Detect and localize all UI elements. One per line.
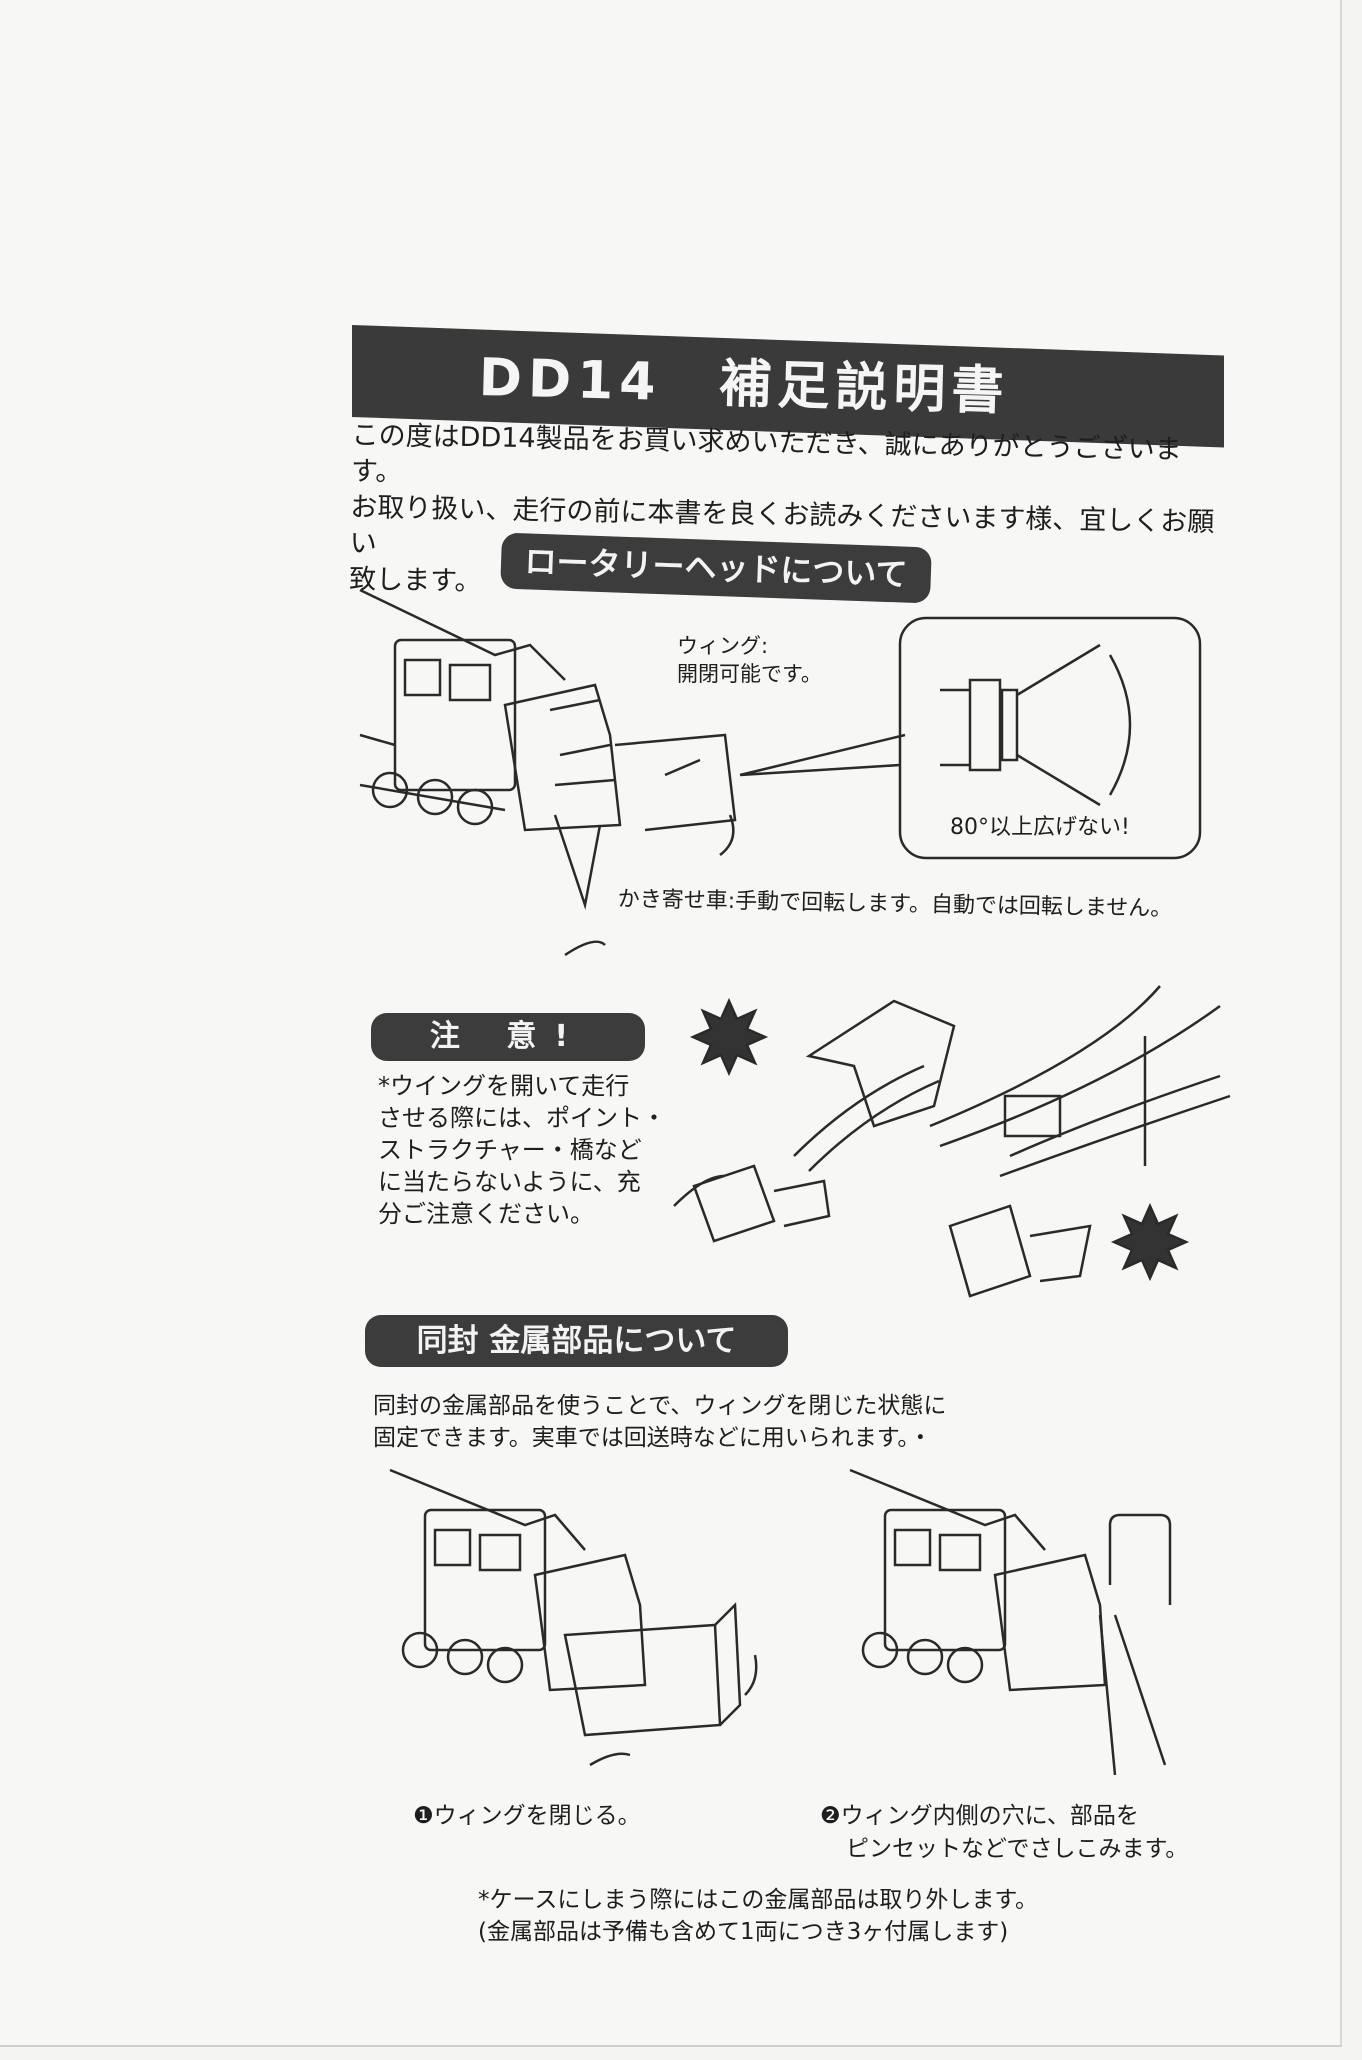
caution-line: ストラクチャー・橋など <box>378 1136 642 1164</box>
note-line: *ケースにしまう際にはこの金属部品は取り外します。 <box>478 1887 1039 1913</box>
wing-label-line: ウィング: <box>677 634 769 658</box>
caution-line: に当たらないように、充 <box>378 1168 641 1196</box>
page-title: DD14 補足説明書 <box>478 347 1011 422</box>
caution-point-illustration <box>929 985 1231 1298</box>
step2-line: ピンセットなどでさしこみます。 <box>846 1836 1189 1862</box>
metal-parts-text: 同封の金属部品を使うことで、ウィングを閉じた状態に 固定できます。実車では回送時… <box>373 1390 946 1454</box>
wing-label-line: 開閉可能です。 <box>677 662 822 686</box>
caution-line: させる際には、ポイント・ <box>378 1104 666 1132</box>
metal-parts-line: 同封の金属部品を使うことで、ウィングを閉じた状態に <box>373 1393 947 1419</box>
step1-illustration <box>389 1468 758 1767</box>
section-heading-metal-parts: 同封 金属部品について <box>365 1315 788 1367</box>
step2-illustration <box>849 1468 1172 1776</box>
step1-caption: ❶ウィングを閉じる。 <box>413 1803 641 1829</box>
step2-line: ❷ウィング内側の穴に、部品を <box>820 1803 1139 1829</box>
angle-limit-label: 80°以上広げない! <box>950 815 1130 840</box>
caution-text: *ウイングを開いて走行 させる際には、ポイント・ ストラクチャー・橋など に当た… <box>378 1070 666 1230</box>
caution-line: 分ご注意ください。 <box>378 1200 594 1228</box>
locomotive-rotary-illustration <box>359 588 737 957</box>
caution-line: *ウイングを開いて走行 <box>378 1072 630 1100</box>
storage-note: *ケースにしまう際にはこの金属部品は取り外します。 (金属部品は予備も含めて1両… <box>478 1884 1038 1948</box>
step2-caption: ❷ウィング内側の穴に、部品を ピンセットなどでさしこみます。 <box>820 1800 1188 1866</box>
wing-angle-callout <box>739 616 1202 860</box>
section-heading-caution: 注 意! <box>371 1013 645 1061</box>
wing-label: ウィング: 開閉可能です。 <box>677 632 822 688</box>
instruction-sheet: DD14 補足説明書 この度はDD14製品をお買い求めいただき、誠にありがとうご… <box>0 0 1342 2047</box>
note-line: (金属部品は予備も含めて1両につき3ヶ付属します) <box>478 1919 1009 1945</box>
metal-parts-line: 固定できます。実車では回送時などに用いられます。・ <box>373 1425 932 1451</box>
caution-bridge-illustration <box>673 997 956 1243</box>
